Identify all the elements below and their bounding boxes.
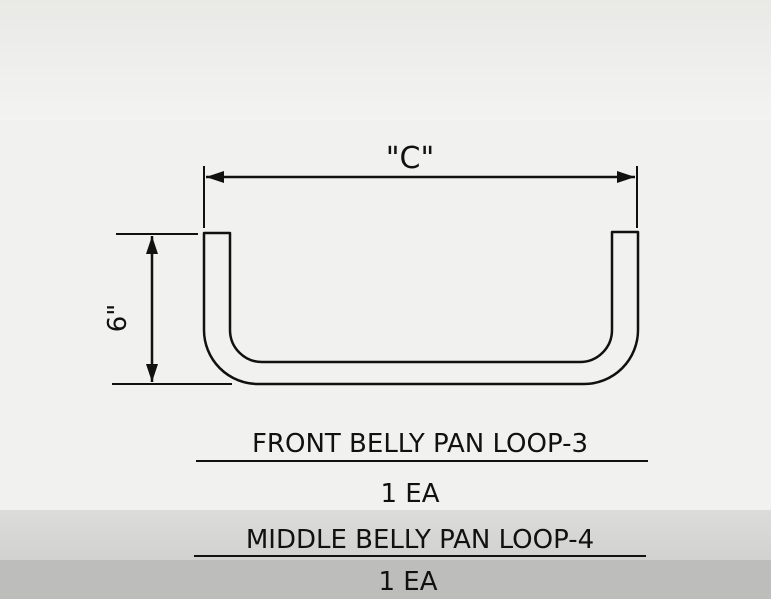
- part-name-middle-loop: MIDDLE BELLY PAN LOOP-4: [246, 525, 594, 555]
- width-arrow-right: [617, 171, 635, 183]
- scan-shading-top: [0, 0, 771, 120]
- height-arrow-top: [146, 236, 158, 254]
- part-quantity-front-loop: 1 EA: [380, 479, 439, 509]
- part-name-front-loop: FRONT BELLY PAN LOOP-3: [252, 429, 588, 459]
- width-dimension-label: "C": [386, 141, 435, 176]
- height-arrow-bottom: [146, 364, 158, 382]
- width-arrow-left: [206, 171, 224, 183]
- part-quantity-middle-loop: 1 EA: [378, 567, 437, 597]
- loop-outline: [202, 230, 640, 386]
- height-dimension-label: 6": [103, 304, 133, 333]
- scan-shading-bottom-dark: [0, 560, 771, 599]
